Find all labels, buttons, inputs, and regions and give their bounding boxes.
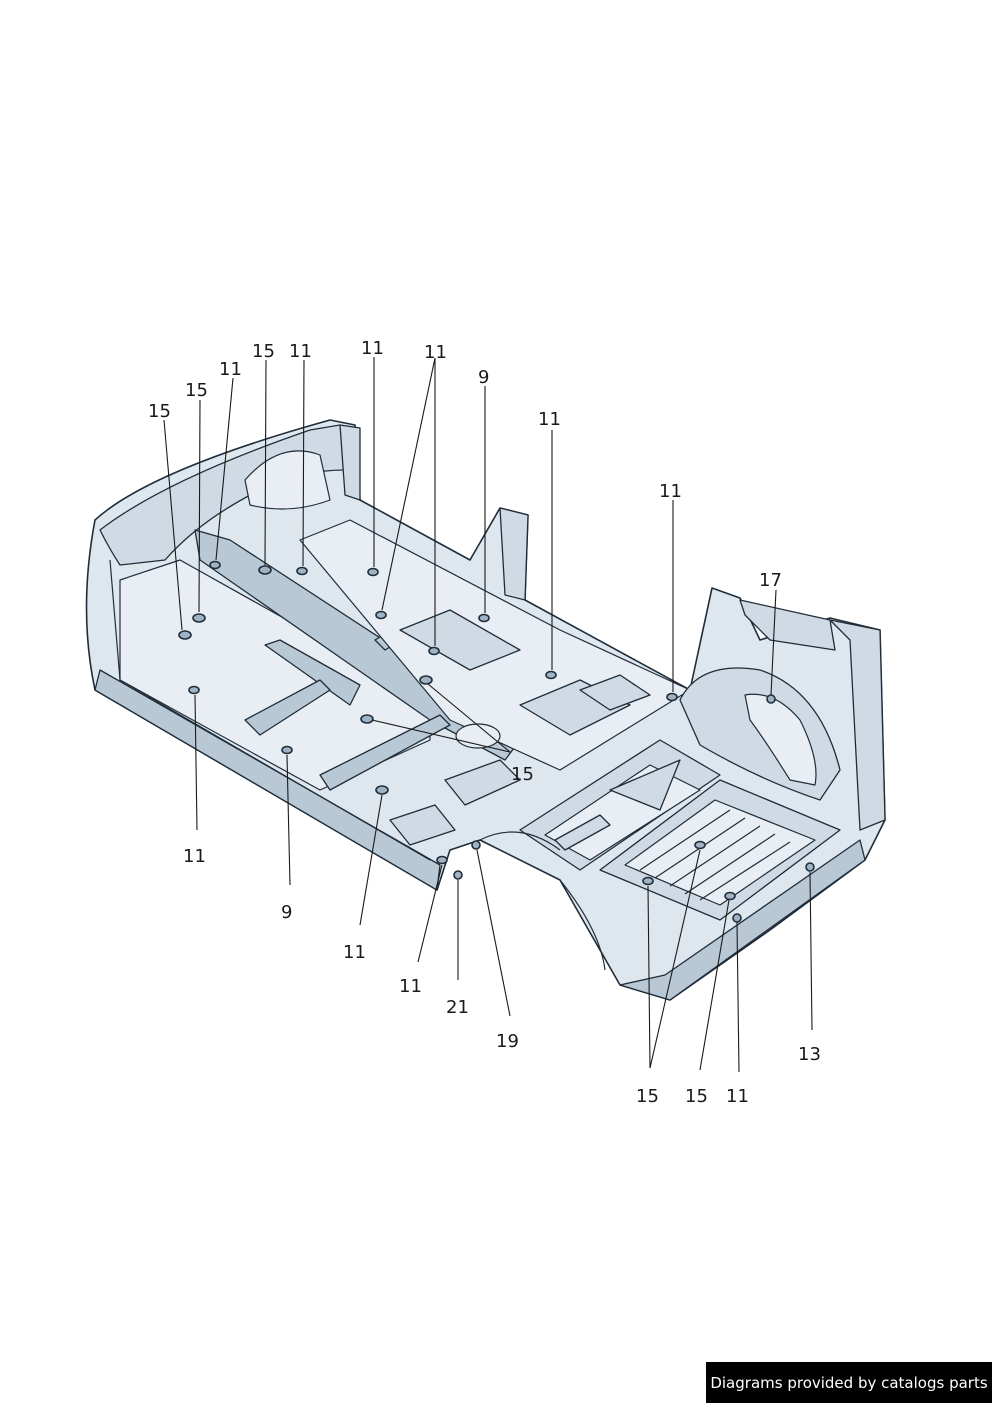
callout-label: 11	[726, 1086, 749, 1107]
callout-label: 15	[685, 1086, 708, 1107]
callout-label: 17	[759, 570, 782, 591]
plug-24	[732, 913, 742, 923]
plug-11	[419, 675, 433, 685]
plug-8	[428, 646, 440, 656]
plug-22	[694, 840, 706, 850]
plug-20	[471, 840, 481, 850]
plug-3	[209, 560, 221, 570]
plug-23	[724, 891, 736, 901]
plug-2	[192, 613, 206, 623]
callout-label: 11	[361, 338, 384, 359]
callout-label: 9	[281, 902, 292, 923]
credit-banner: Diagrams provided by catalogs parts	[706, 1362, 992, 1403]
callout-label: 19	[496, 1031, 519, 1052]
plug-16	[281, 745, 293, 755]
callout-label: 11	[424, 342, 447, 363]
callout-label: 11	[183, 846, 206, 867]
callout-label: 15	[252, 341, 275, 362]
callout-label: 11	[659, 481, 682, 502]
callout-label: 15	[148, 401, 171, 422]
callout-label: 15	[636, 1086, 659, 1107]
plug-25	[805, 862, 815, 872]
leader-lines	[163, 357, 813, 1073]
callout-label: 15	[511, 764, 534, 785]
callout-label: 15	[185, 380, 208, 401]
callout-label: 11	[399, 976, 422, 997]
callout-label: 11	[219, 359, 242, 380]
plug-15	[188, 685, 200, 695]
plug-markers	[178, 560, 815, 923]
callout-label: 11	[343, 942, 366, 963]
callout-label: 9	[478, 367, 489, 388]
callout-label: 11	[289, 341, 312, 362]
floor-pan-body	[85, 419, 886, 1001]
credit-text: Diagrams provided by catalogs parts	[710, 1373, 988, 1392]
plug-14	[766, 694, 776, 704]
plug-12	[360, 714, 374, 724]
plug-1	[178, 630, 192, 640]
callout-labels: 15 15 11 15 11 11 11 9 11 11 17 15 11 9 …	[148, 338, 821, 1107]
plug-4	[258, 565, 272, 575]
plug-7	[375, 610, 387, 620]
callout-label: 13	[798, 1044, 821, 1065]
callout-label: 11	[538, 409, 561, 430]
plug-5	[296, 566, 308, 576]
plug-10	[545, 670, 557, 680]
plug-19	[453, 870, 463, 880]
plug-13	[666, 692, 678, 702]
plug-6	[367, 567, 379, 577]
plug-17	[375, 785, 389, 795]
plug-21	[642, 876, 654, 886]
callout-label: 21	[446, 997, 469, 1018]
plug-18	[436, 855, 448, 865]
plug-9	[478, 613, 490, 623]
